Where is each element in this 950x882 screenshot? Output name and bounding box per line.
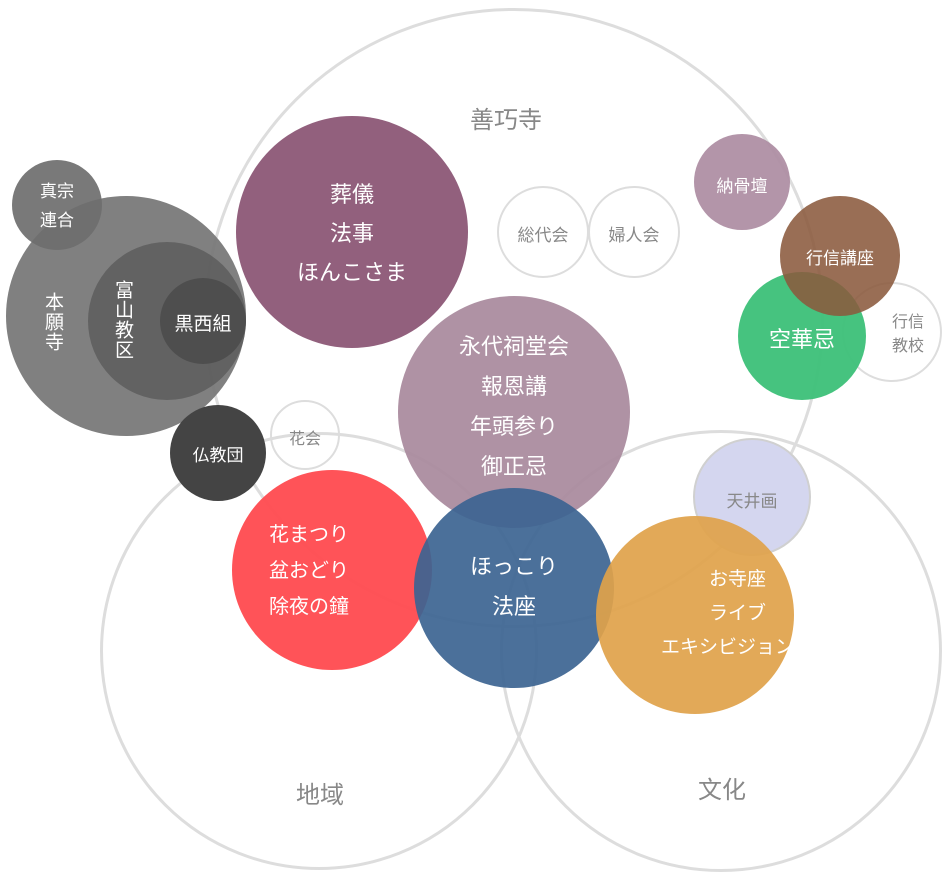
bubble-funeral: [236, 116, 468, 348]
tenjo-label: 天井画: [726, 492, 778, 512]
bubble-temple-live: [596, 516, 794, 714]
ring-label-bunka: 文化: [698, 776, 746, 804]
honganji-label: 本願寺: [42, 292, 64, 352]
gyoshin-kyoko-label: 行信 教校: [891, 312, 924, 355]
bubble-shinshu-rengo: [12, 160, 102, 250]
fujinkai-label: 婦人会: [608, 226, 660, 246]
sodaikai-label: 総代会: [517, 226, 569, 246]
shinshu-rengo-label: 真宗 連合: [40, 182, 74, 231]
bubble-hanakai: [270, 400, 340, 470]
bubble-fujinkai: [588, 186, 680, 278]
hokkori-label: ほっこり 法座: [469, 555, 558, 620]
bukkyodan-label: 仏教団: [192, 446, 244, 466]
bubble-nokotsu: [694, 134, 790, 230]
toyama-kyoku-label: 富山教区: [112, 280, 134, 360]
gyoshin-kouza-label: 行信講座: [806, 249, 874, 269]
bubble-kuronishi: [160, 278, 246, 364]
nokotsu-label: 納骨壇: [716, 177, 768, 197]
kuge-label: 空華忌: [768, 328, 835, 353]
bubble-hokkori: [414, 488, 614, 688]
hanakai-label: 花会: [288, 429, 321, 448]
ring-label-zengyoji: 善巧寺: [470, 106, 542, 134]
festival-label: 花まつり 盆おどり 除夜の鐘: [269, 522, 349, 618]
bubble-bukkyodan: [170, 405, 266, 501]
kuronishi-label: 黒西組: [174, 313, 232, 335]
events-label: 永代祠堂会 報恩講 年頭参り 御正忌: [458, 335, 569, 480]
ring-label-chiiki: 地域: [296, 781, 344, 809]
bubble-festival: [232, 470, 432, 670]
bubble-gyoshin-kouza: [780, 196, 900, 316]
funeral-label: 葬儀 法事 ほんこさま: [296, 183, 407, 286]
temple-live-label: お寺座 ライブ エキシビジョン: [660, 568, 794, 658]
